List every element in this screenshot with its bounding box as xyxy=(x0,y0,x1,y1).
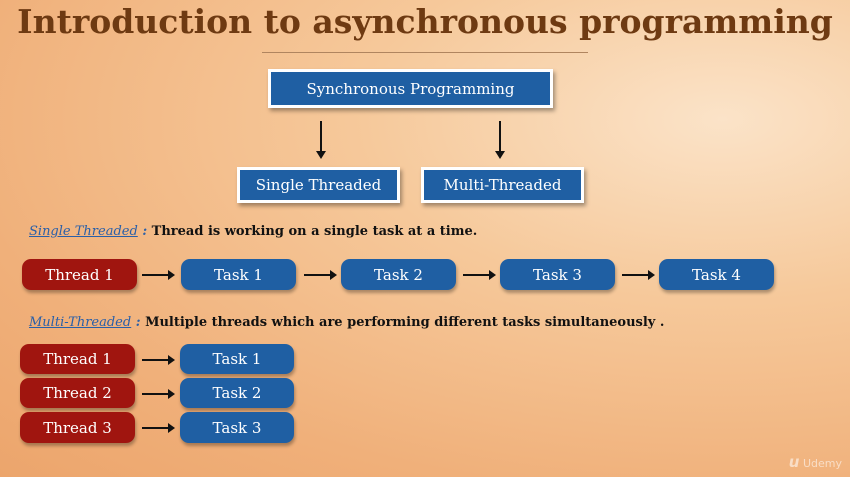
task-box: Task 3 xyxy=(180,412,294,443)
separator: : xyxy=(142,224,148,239)
task-box: Task 3 xyxy=(500,259,615,290)
arrow-right-icon xyxy=(463,270,496,280)
arrow-right-icon xyxy=(142,270,175,280)
synchronous-programming-box: Synchronous Programming xyxy=(268,69,553,108)
arrow-right-icon xyxy=(304,270,337,280)
thread-box: Thread 1 xyxy=(20,344,135,374)
separator: : xyxy=(135,315,141,330)
task-box: Task 2 xyxy=(341,259,456,290)
arrow-down-icon xyxy=(495,121,505,159)
udemy-watermark: u Udemy xyxy=(789,453,842,471)
arrow-right-icon xyxy=(142,355,175,365)
single-threaded-link[interactable]: Single Threaded xyxy=(29,224,138,239)
thread-box: Thread 2 xyxy=(20,378,135,408)
task-box: Task 4 xyxy=(659,259,774,290)
arrow-right-icon xyxy=(142,423,175,433)
title-divider xyxy=(262,52,588,53)
thread-box: Thread 1 xyxy=(22,259,137,290)
multi-threaded-box: Multi-Threaded xyxy=(421,167,584,203)
slide-title: Introduction to asynchronous programming xyxy=(17,2,833,41)
task-box: Task 1 xyxy=(181,259,296,290)
watermark-text: Udemy xyxy=(802,457,842,470)
task-box: Task 1 xyxy=(180,344,294,374)
arrow-right-icon xyxy=(142,389,175,399)
thread-box: Thread 3 xyxy=(20,412,135,443)
single-threaded-definition: Single Threaded : Thread is working on a… xyxy=(29,224,477,239)
definition-text: Multiple threads which are performing di… xyxy=(145,315,665,330)
arrow-down-icon xyxy=(316,121,326,159)
arrow-right-icon xyxy=(622,270,655,280)
single-threaded-box: Single Threaded xyxy=(237,167,400,203)
definition-text: Thread is working on a single task at a … xyxy=(151,224,478,239)
udemy-logo-icon: u xyxy=(788,453,800,471)
multi-threaded-link[interactable]: Multi-Threaded xyxy=(29,315,132,330)
task-box: Task 2 xyxy=(180,378,294,408)
multi-threaded-definition: Multi-Threaded : Multiple threads which … xyxy=(29,315,664,330)
